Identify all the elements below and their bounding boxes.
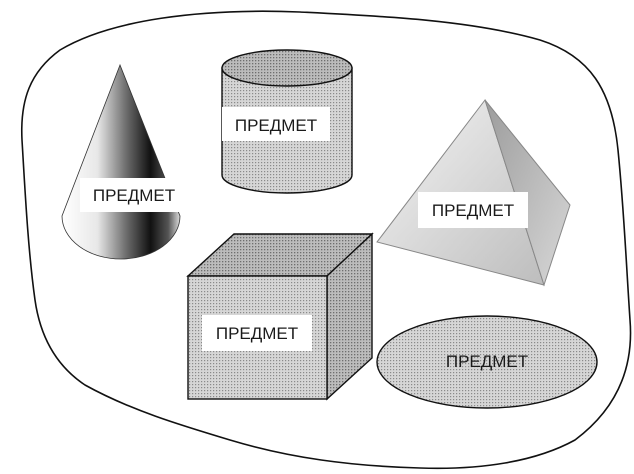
boundary-outline [20,10,632,470]
cone-shape [61,63,181,260]
cylinder-label: ПРЕДМЕТ [235,116,317,135]
pyramid-label-box [418,192,528,228]
cone-label-box [80,178,188,212]
ellipse-label: ПРЕДМЕТ [446,352,528,371]
pyramid-label: ПРЕДМЕТ [432,201,514,220]
ellipse-shape [376,315,598,409]
cone-label: ПРЕДМЕТ [93,186,175,205]
cube-label-box [202,315,312,351]
cube-label: ПРЕДМЕТ [216,324,298,343]
cylinder-label-box [222,107,330,141]
